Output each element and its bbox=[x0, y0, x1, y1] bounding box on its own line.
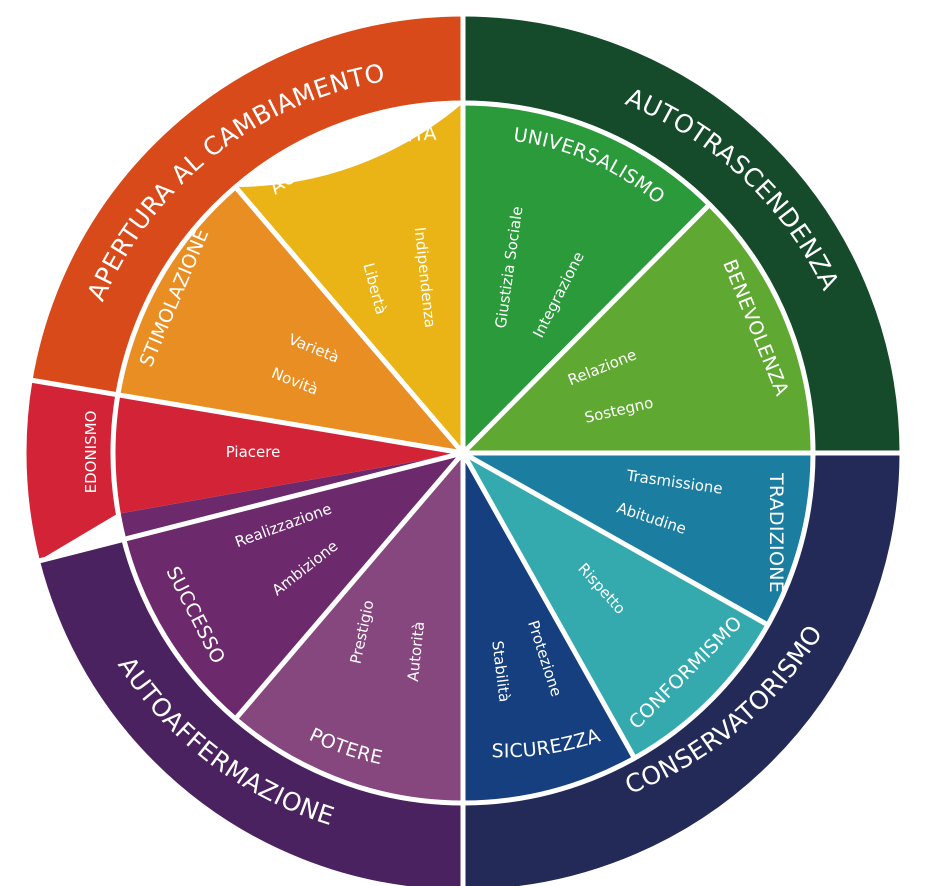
value-segment-conformismo bbox=[463, 453, 768, 758]
value-segment-benevolenza bbox=[463, 205, 813, 453]
value-label-edonismo: EDONISMO bbox=[82, 411, 100, 494]
value-segment-edonismo bbox=[24, 380, 464, 562]
value-segment-stimolazione bbox=[118, 187, 463, 453]
value-segment-universalismo bbox=[463, 103, 709, 453]
value-segment-autodirettivita bbox=[235, 103, 463, 453]
value-segment-potere bbox=[235, 453, 463, 803]
sub-label-piacere: Piacere bbox=[226, 443, 281, 461]
value-segment-tradizione bbox=[463, 453, 814, 625]
value-segment-sicurezza bbox=[463, 453, 635, 803]
segment-dividers bbox=[21, 11, 905, 886]
value-label-tradizione: TRADIZIONE bbox=[765, 472, 787, 593]
